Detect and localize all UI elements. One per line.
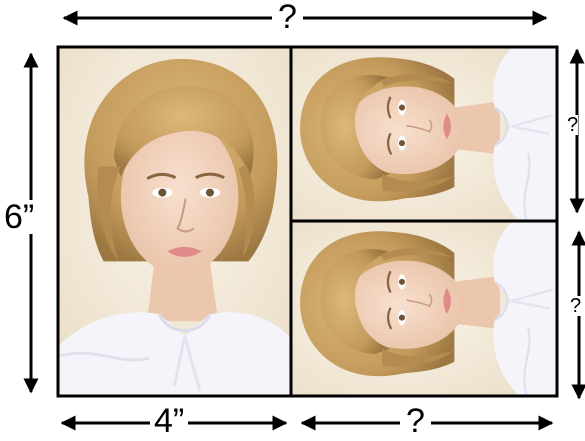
- right-bottom-height-label: ?: [570, 295, 582, 317]
- top-width-label: ?: [272, 0, 303, 34]
- photo-upright: [58, 47, 291, 396]
- photo-rotated-bottom: [291, 221, 557, 396]
- left-height-label: 6”: [4, 198, 35, 236]
- right-top-height-label: ?: [567, 114, 579, 136]
- photo-frame: [56, 45, 559, 398]
- bottom-right-width-label: ?: [400, 404, 431, 438]
- bottom-left-width-label: 4”: [150, 404, 189, 438]
- photo-rotated-top: [291, 47, 557, 221]
